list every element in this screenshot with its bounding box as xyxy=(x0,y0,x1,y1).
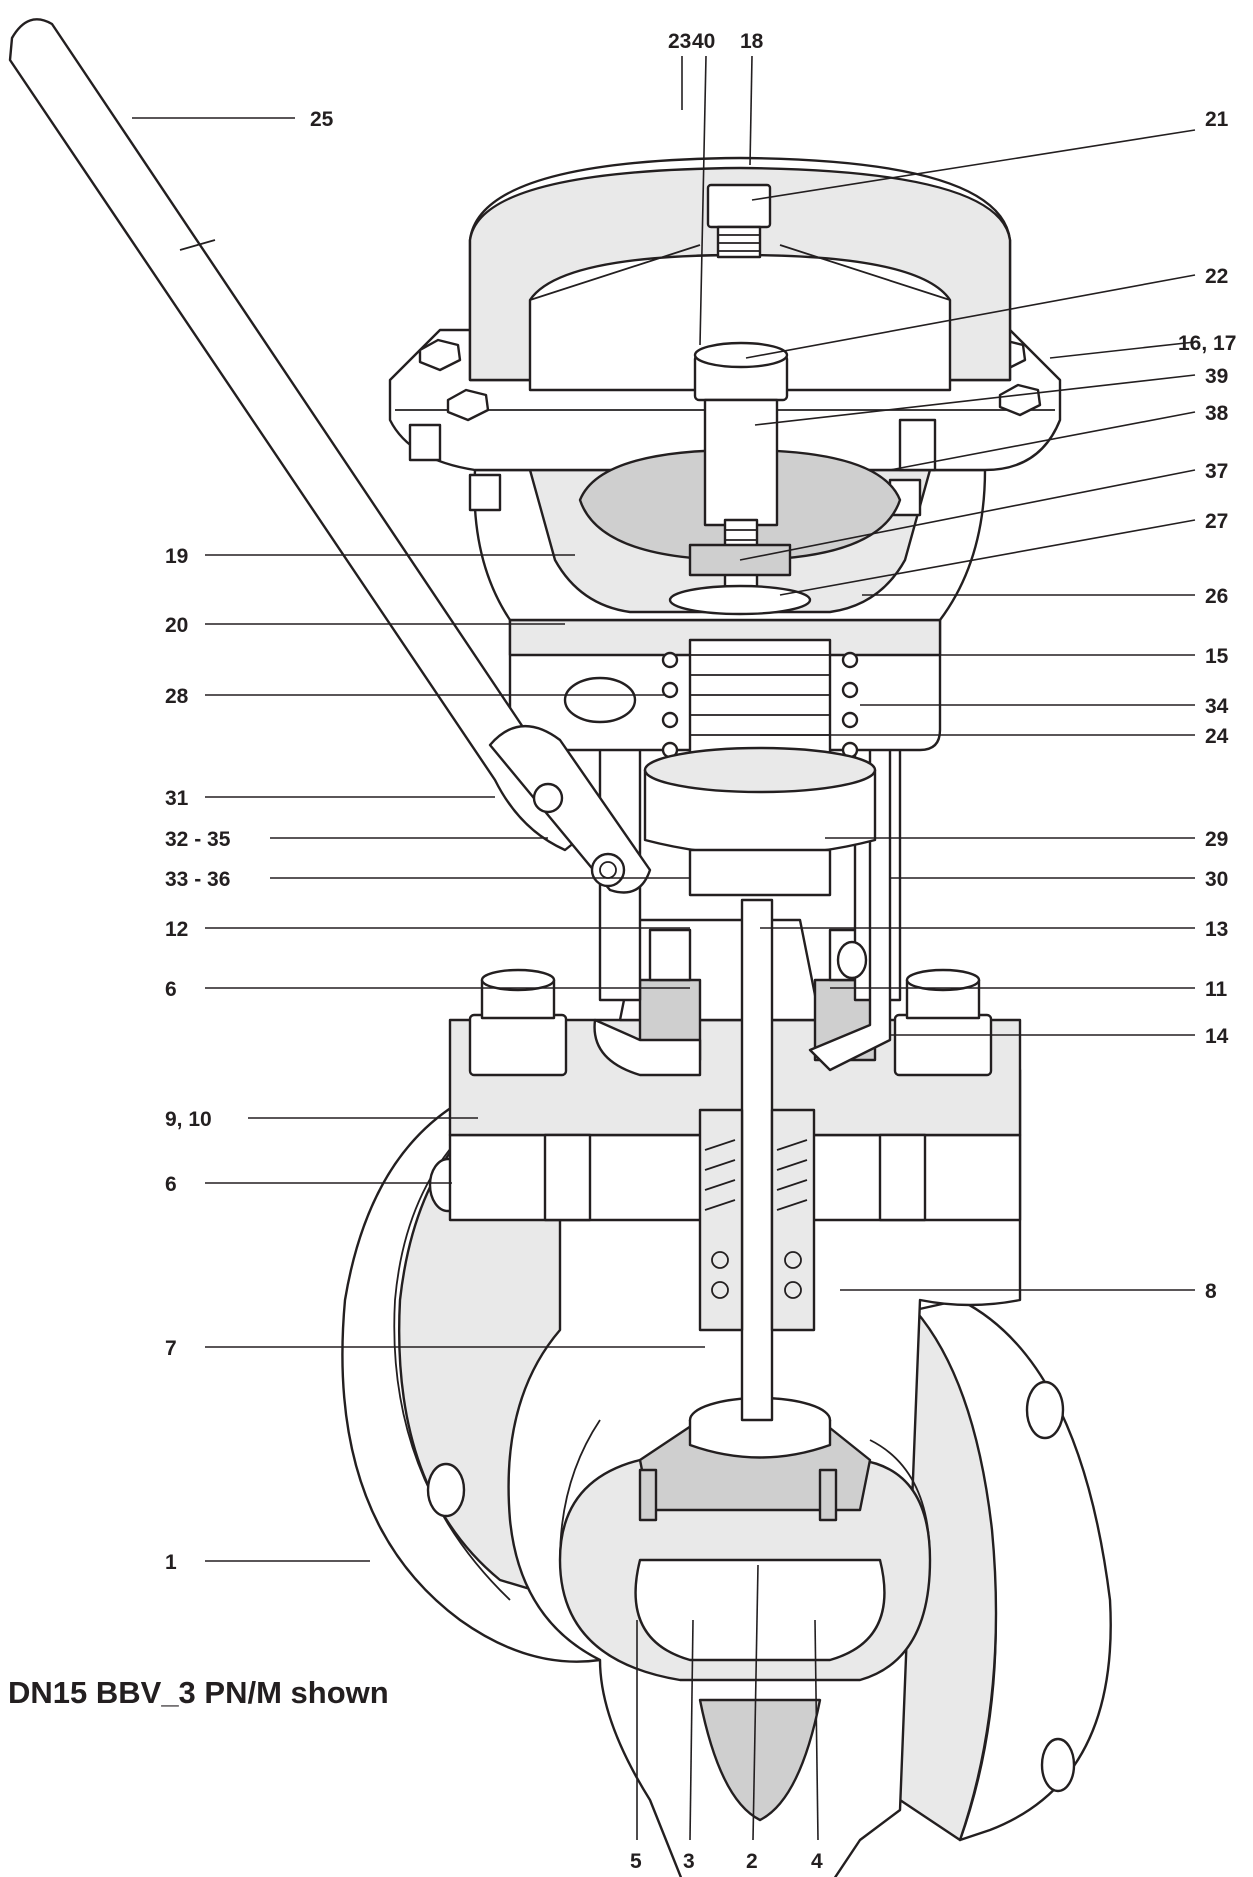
label-26: 26 xyxy=(1205,585,1228,608)
label-34: 34 xyxy=(1205,695,1229,718)
label-31: 31 xyxy=(165,787,189,810)
label-12: 12 xyxy=(165,918,188,941)
label-14: 14 xyxy=(1205,1025,1229,1048)
label-3: 3 xyxy=(683,1850,695,1873)
label-5: 5 xyxy=(630,1850,642,1873)
label-7: 7 xyxy=(165,1337,177,1360)
label-15: 15 xyxy=(1205,645,1229,668)
label-18: 18 xyxy=(740,30,764,53)
label-2: 2 xyxy=(746,1850,758,1873)
packing xyxy=(698,1108,816,1332)
label-33-36: 33 - 36 xyxy=(165,868,230,891)
label-20: 20 xyxy=(165,614,188,637)
label-39: 39 xyxy=(1205,365,1228,388)
label-6-lower: 6 xyxy=(165,1173,177,1196)
callout-labels: 23 40 18 25 21 22 16, 17 39 38 37 27 19 … xyxy=(165,30,1236,1873)
plug-and-seat xyxy=(638,1396,872,1522)
lever-handle xyxy=(8,18,652,894)
label-13: 13 xyxy=(1205,918,1228,941)
label-6-upper: 6 xyxy=(165,978,177,1001)
label-1: 1 xyxy=(165,1551,177,1574)
label-24: 24 xyxy=(1205,725,1229,748)
label-22: 22 xyxy=(1205,265,1228,288)
label-4: 4 xyxy=(811,1850,823,1873)
label-29: 29 xyxy=(1205,828,1228,851)
outlet-flange xyxy=(888,1298,1112,1842)
label-30: 30 xyxy=(1205,868,1228,891)
label-32-35: 32 - 35 xyxy=(165,828,231,851)
label-23: 23 xyxy=(668,30,691,53)
label-28: 28 xyxy=(165,685,189,708)
label-37: 37 xyxy=(1205,460,1228,483)
figure-caption: DN15 BBV_3 PN/M shown xyxy=(8,1675,389,1710)
label-19: 19 xyxy=(165,545,188,568)
spring-assembly xyxy=(643,638,877,897)
label-25: 25 xyxy=(310,108,334,131)
leader-lines xyxy=(132,55,1196,1841)
label-8: 8 xyxy=(1205,1280,1217,1303)
label-11: 11 xyxy=(1205,978,1228,1001)
label-16-17: 16, 17 xyxy=(1178,332,1236,355)
valve-stem xyxy=(740,898,774,1422)
label-27: 27 xyxy=(1205,510,1228,533)
label-38: 38 xyxy=(1205,402,1229,425)
label-21: 21 xyxy=(1205,108,1229,131)
flange-bolts xyxy=(408,338,1042,517)
label-40: 40 xyxy=(692,30,715,53)
label-9-10: 9, 10 xyxy=(165,1108,212,1131)
valve-drawing xyxy=(8,18,1112,1877)
adjusting-screw xyxy=(668,341,812,616)
diaphragm-cover xyxy=(468,156,1012,562)
